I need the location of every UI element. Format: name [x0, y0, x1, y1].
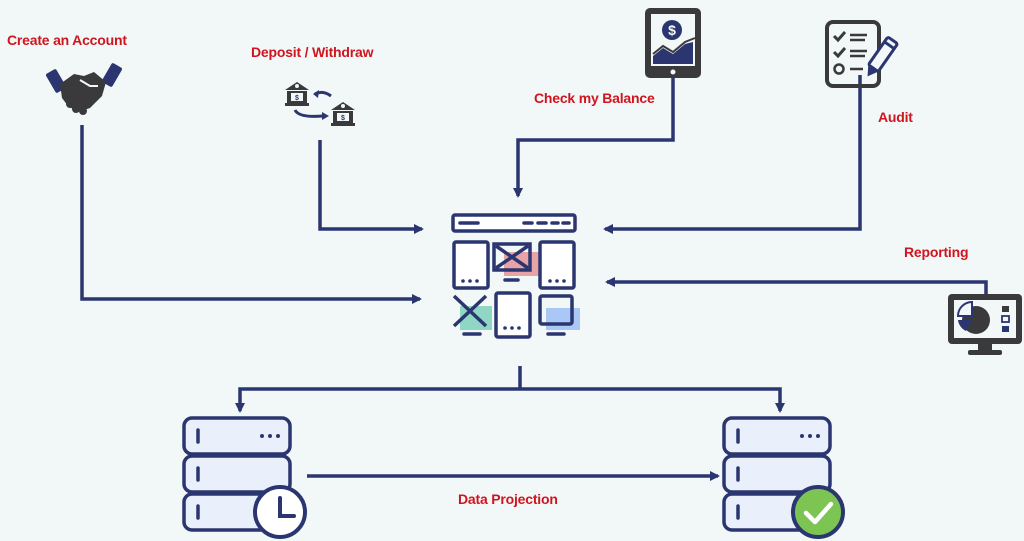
bank-transfer-icon: $ $	[285, 82, 355, 126]
edge-reporting	[605, 277, 988, 300]
monitor-pie-chart-icon	[948, 294, 1022, 355]
edge-deposit-withdraw	[318, 140, 424, 234]
edge-check-balance	[513, 78, 675, 198]
tablet-balance-icon: $	[645, 8, 701, 78]
database-clock-icon	[182, 416, 307, 539]
svg-text:$: $	[295, 95, 299, 102]
edge-create-account	[80, 125, 422, 304]
label-deposit-withdraw: Deposit / Withdraw	[251, 44, 374, 60]
application-layout-icon	[451, 213, 580, 339]
svg-text:$: $	[341, 115, 345, 122]
bank-icon-top: $	[285, 82, 309, 106]
edge-audit	[603, 75, 862, 234]
bank-icon-bottom: $	[331, 102, 355, 126]
edge-center-to-source	[235, 387, 520, 413]
label-reporting: Reporting	[904, 244, 969, 260]
label-data-projection: Data Projection	[458, 491, 558, 507]
database-check-icon	[722, 416, 845, 539]
checklist-pencil-icon	[825, 20, 899, 88]
handshake-icon	[46, 63, 122, 115]
label-create-account: Create an Account	[7, 32, 127, 48]
label-check-balance: Check my Balance	[534, 90, 655, 106]
svg-text:$: $	[668, 22, 676, 38]
label-audit: Audit	[878, 109, 913, 125]
edge-center-to-projected	[520, 387, 785, 413]
